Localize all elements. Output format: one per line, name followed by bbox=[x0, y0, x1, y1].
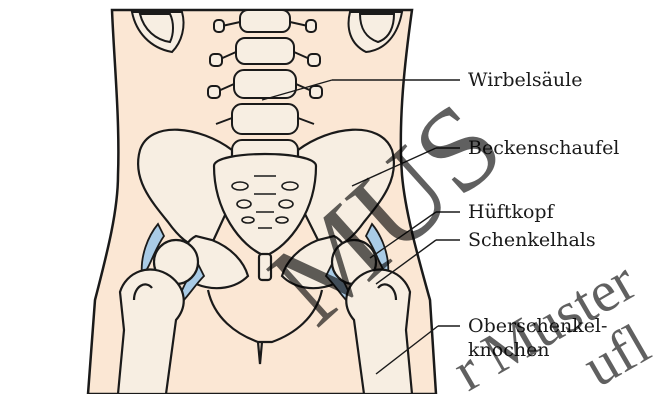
label-femoral-neck: Schenkelhals bbox=[468, 229, 596, 251]
label-spine: Wirbelsäule bbox=[468, 69, 582, 91]
